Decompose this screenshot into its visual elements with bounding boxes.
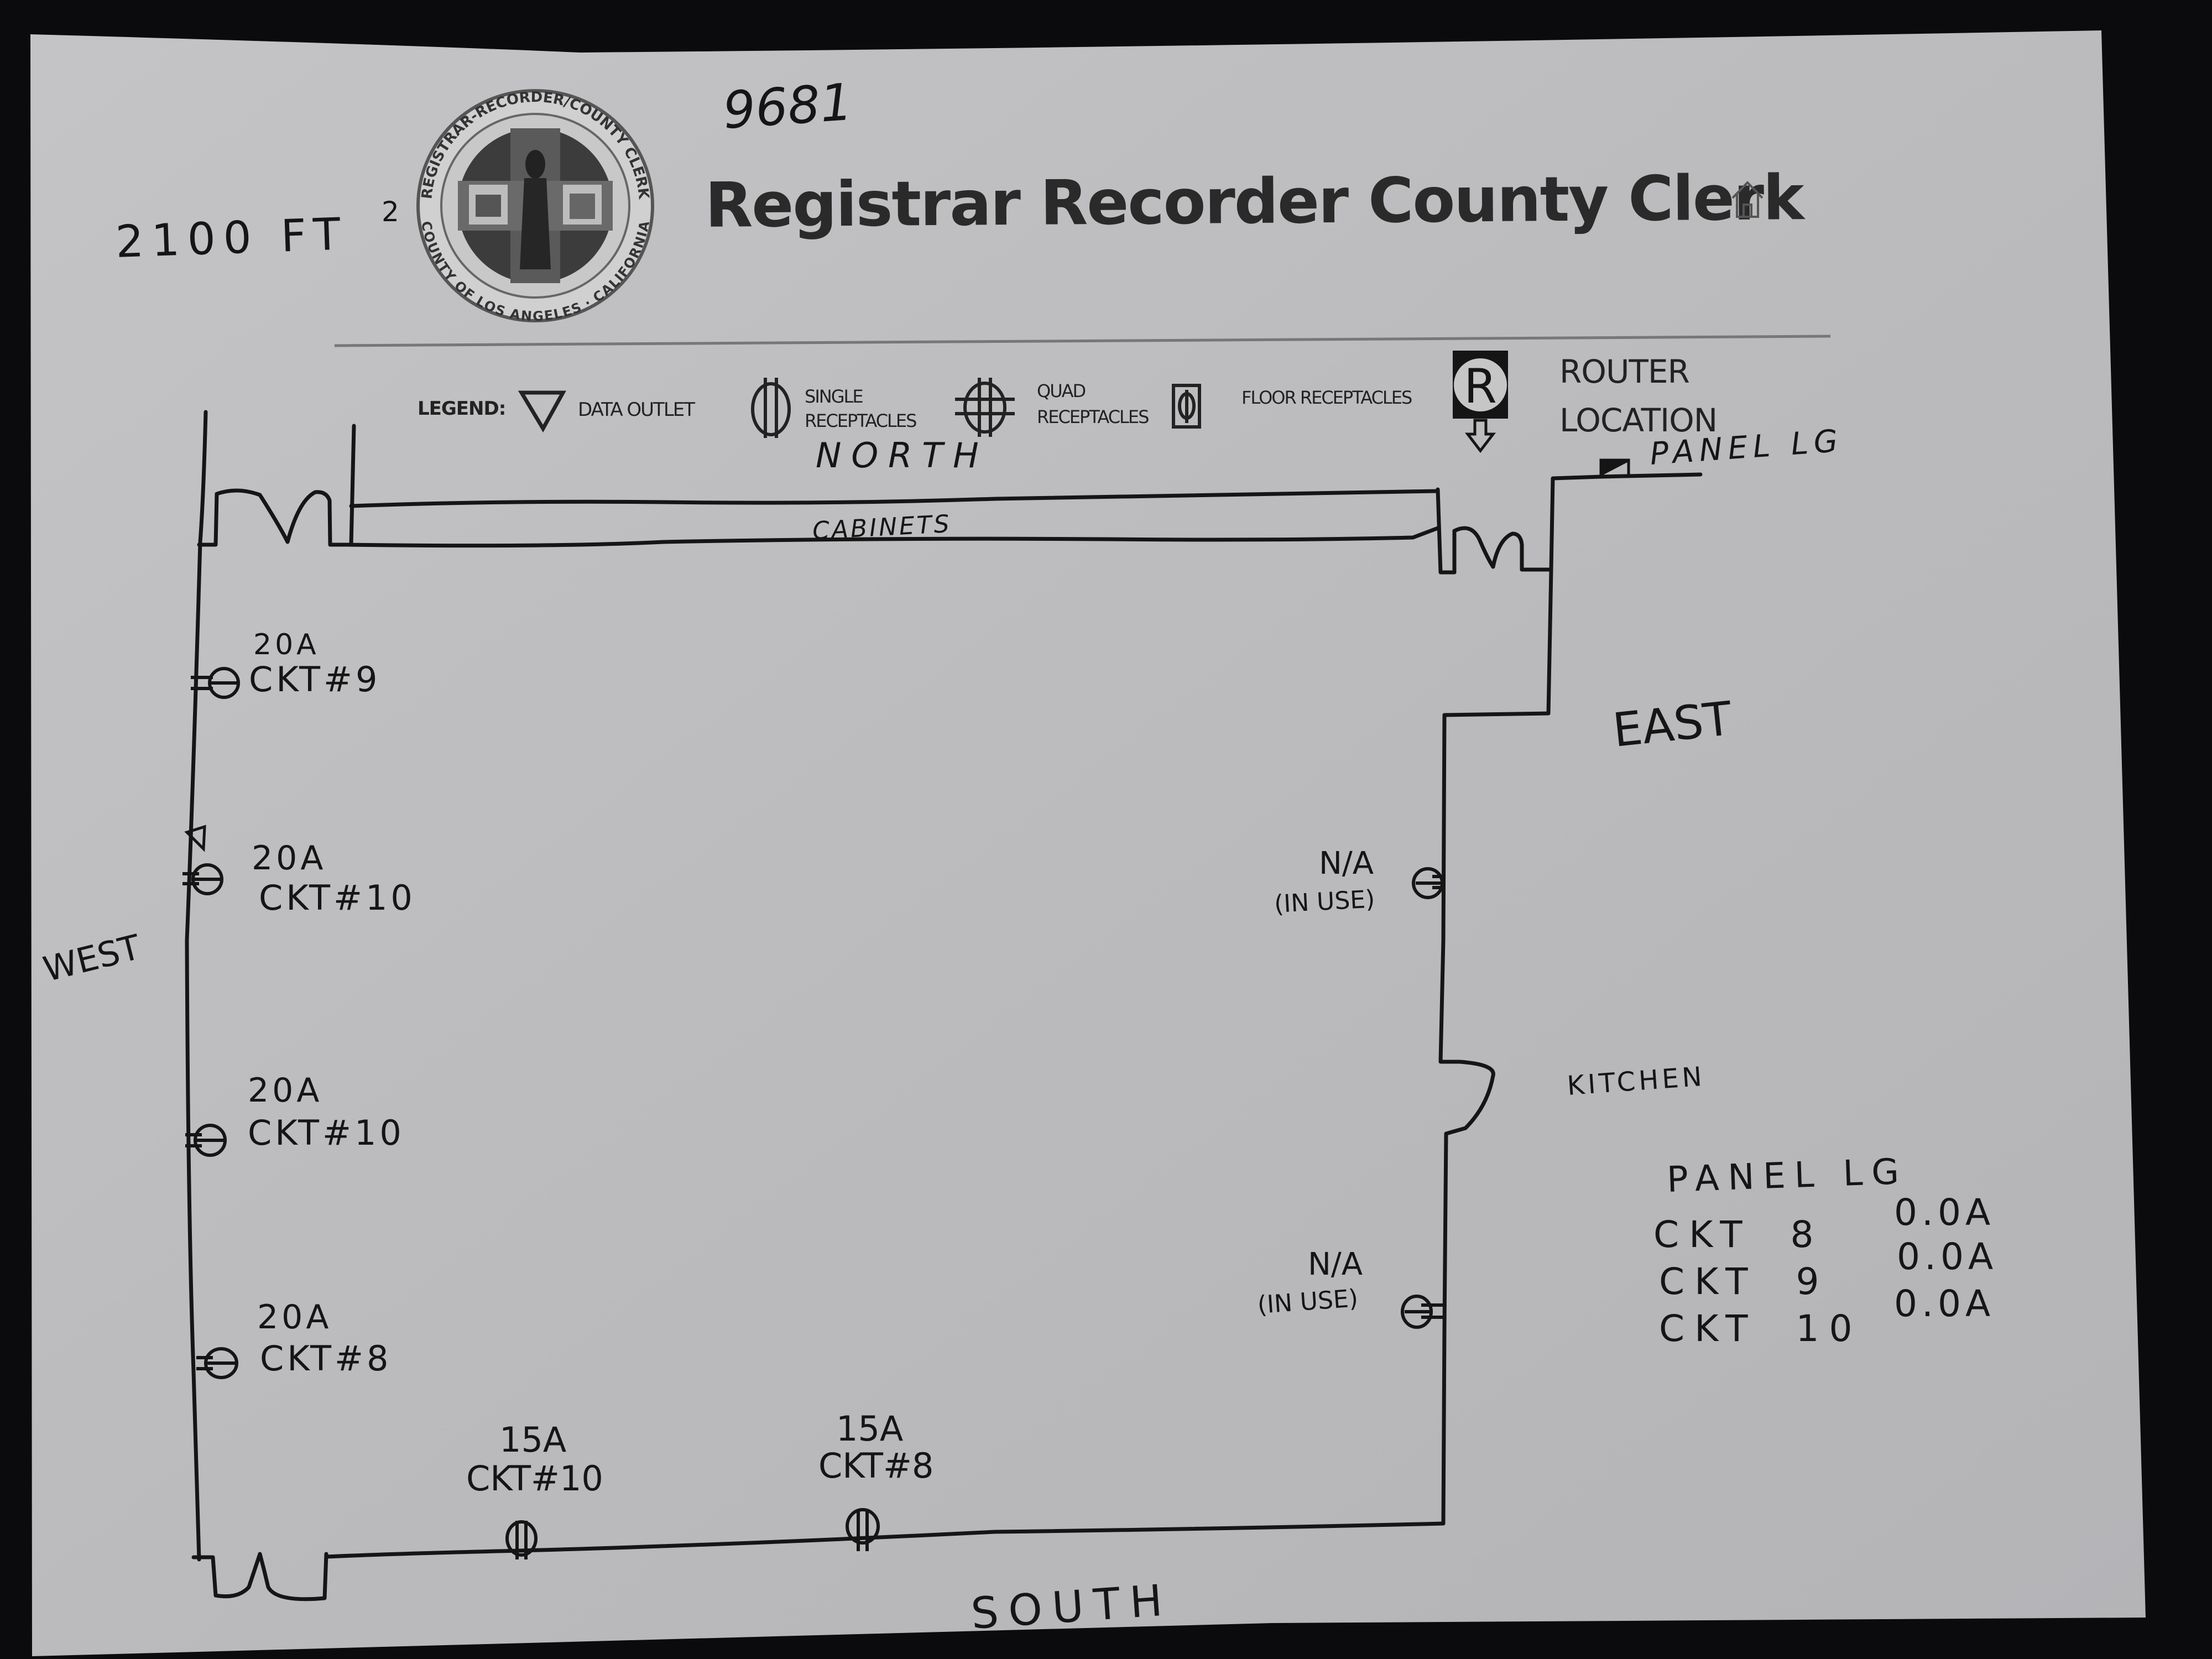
west-receptacle-amps: 20A	[257, 1298, 332, 1337]
northeast-door	[1436, 474, 1603, 575]
south-receptacle-circuit: CKT#8	[818, 1446, 933, 1486]
cabinets-bottom-edge	[346, 526, 1440, 548]
router-location-icon: R	[1453, 351, 1508, 453]
paper-background	[30, 30, 2146, 1656]
south-wall	[324, 1521, 1446, 1559]
panel-reading-circuit: CKT 8	[1653, 1213, 1824, 1256]
west-receptacle-circuit: CKT#9	[249, 659, 380, 700]
data-outlet-marker	[184, 825, 206, 852]
panel-readings-title: PANEL LG	[1666, 1151, 1908, 1201]
east-receptacle-status: N/A	[1308, 1246, 1363, 1282]
east-receptacle: N/A (IN USE)	[1274, 846, 1444, 919]
panel-reading-circuit: CKT 9	[1659, 1260, 1829, 1303]
east-receptacle-note: (IN USE)	[1274, 885, 1376, 919]
quad-receptacle-icon	[955, 378, 1015, 437]
panel-reading-circuit: CKT 10	[1659, 1307, 1863, 1350]
panel-lg-wall-run	[1599, 472, 1703, 479]
data-outlet-triangle-icon	[518, 390, 566, 433]
direction-north: NORTH	[816, 435, 989, 476]
south-receptacle-amps: 15A	[836, 1408, 903, 1449]
county-seal-logo: REGISTRAR-RECORDER/COUNTY CLERK COUNTY O…	[416, 89, 654, 324]
panel-readings: PANEL LG CKT 8 0.0A CKT 9 0.0A CKT 10 0.…	[1653, 1151, 1997, 1350]
west-receptacle-circuit: CKT#8	[260, 1338, 392, 1379]
floor-plan	[185, 410, 1703, 1601]
legend-router-line2: LOCATION	[1559, 401, 1717, 439]
legend-label: LEGEND:	[418, 398, 505, 420]
cabinets-top-edge	[349, 489, 1440, 508]
reference-number: 9681	[721, 72, 854, 140]
west-receptacle: 20A CKT#9	[191, 628, 380, 700]
legend-router-line1: ROUTER	[1559, 353, 1689, 390]
legend: LEGEND: DATA OUTLET SINGLE RECEPTACLES Q…	[418, 351, 1718, 453]
panel-reading-value: 0.0A	[1894, 1282, 1995, 1325]
south-receptacle: 15A CKT#10	[466, 1420, 603, 1559]
single-receptacle-icon	[751, 378, 791, 438]
legend-single-line1: SINGLE	[805, 386, 863, 407]
east-wall	[1438, 713, 1495, 1526]
northwest-door	[197, 424, 356, 547]
west-receptacle: 20A CKT#8	[196, 1298, 392, 1379]
east-receptacle-status: N/A	[1319, 846, 1374, 881]
page-title: Registrar Recorder County Clerk	[705, 162, 1803, 242]
west-receptacle-amps: 20A	[248, 1071, 322, 1110]
legend-quad-line1: QUAD	[1037, 380, 1086, 401]
west-receptacle: 20A CKT#10	[185, 1071, 405, 1157]
east-jog-wall	[1442, 567, 1553, 717]
legend-single-line2: RECEPTACLES	[805, 410, 916, 431]
panel-reading-value: 0.0A	[1894, 1191, 1995, 1234]
area-superscript: 2	[382, 196, 399, 228]
legend-floor-label: FLOOR RECEPTACLES	[1241, 387, 1412, 408]
southwest-door	[191, 1552, 328, 1601]
west-receptacle-circuit: CKT#10	[248, 1113, 405, 1153]
legend-quad-line2: RECEPTACLES	[1037, 406, 1149, 427]
floor-receptacle-icon	[1172, 384, 1201, 429]
area-label: 2100 FT	[114, 208, 348, 268]
south-receptacle-amps: 15A	[499, 1420, 566, 1460]
west-receptacle-amps: 20A	[253, 628, 320, 661]
west-receptacle: 20A CKT#10	[182, 839, 416, 918]
direction-east: EAST	[1610, 691, 1735, 758]
south-receptacle-circuit: CKT#10	[466, 1458, 603, 1499]
west-wall	[185, 410, 208, 1562]
header-divider	[334, 335, 1831, 347]
east-receptacle: N/A (IN USE)	[1256, 1246, 1444, 1329]
west-receptacle-circuit: CKT#10	[259, 878, 416, 918]
legend-data-outlet-label: DATA OUTLET	[578, 399, 695, 421]
home-icon	[1731, 181, 1764, 218]
east-receptacle-note: (IN USE)	[1256, 1284, 1359, 1319]
panel-reading-value: 0.0A	[1897, 1235, 1997, 1278]
west-receptacle-amps: 20A	[252, 839, 326, 878]
south-receptacle: 15A CKT#8	[818, 1408, 933, 1551]
svg-text:R: R	[1464, 359, 1497, 414]
